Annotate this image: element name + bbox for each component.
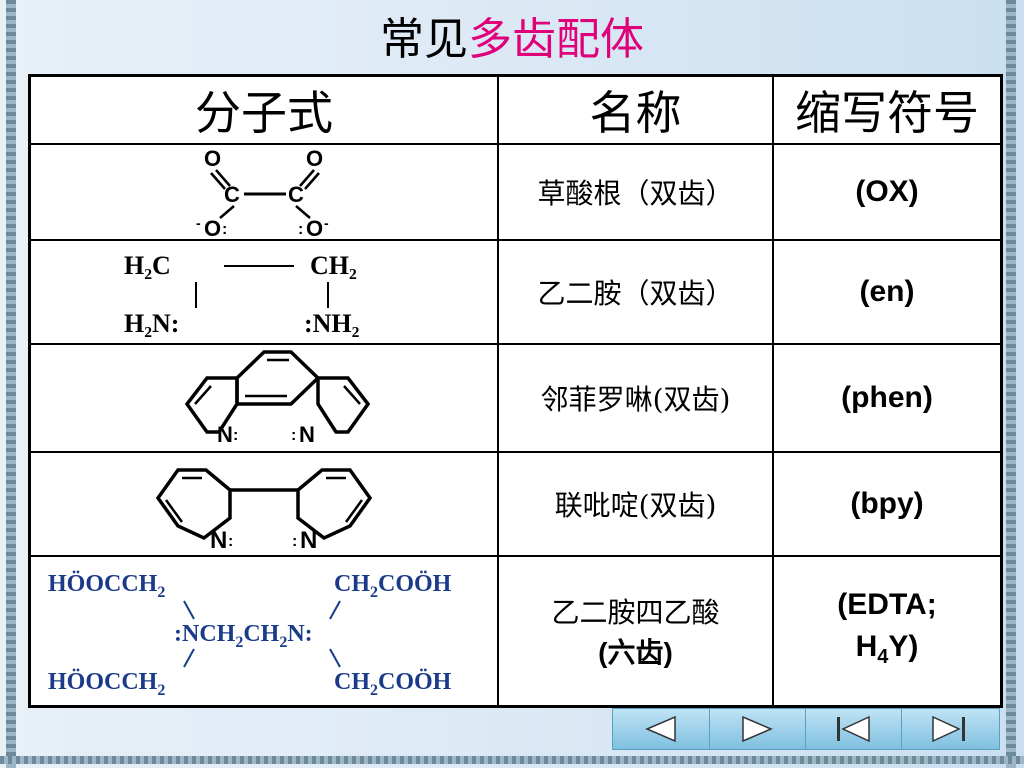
bipyridine-structure: N : : N	[155, 468, 373, 552]
next-icon	[742, 715, 773, 743]
oxalate-structure: O O C C - O : : O -	[196, 146, 329, 238]
phen-n2: N	[299, 422, 315, 447]
ligand-name: 乙二胺四乙酸 (六齿)	[497, 555, 774, 707]
table-row: N : : N 联吡啶(双齿) (bpy)	[28, 451, 1003, 557]
ligand-name: 草酸根（双齿）	[497, 143, 774, 241]
bpy-n2: N	[300, 527, 317, 552]
header-row: 分子式 名称 缩写符号	[28, 74, 1003, 145]
ox-o1: O	[204, 146, 221, 171]
previous-icon	[645, 715, 676, 743]
edta-bottom-left: HÖOCCH2	[48, 669, 165, 699]
structure-cell: N : : N	[28, 451, 499, 557]
title-part2: 多齿配体	[468, 14, 644, 65]
ligand-name: 邻菲罗啉(双齿)	[497, 343, 774, 453]
frame-bottom	[0, 756, 1024, 764]
page-title: 常见多齿配体	[0, 14, 1024, 66]
frame-left	[6, 0, 16, 768]
next-button[interactable]	[709, 709, 806, 749]
ox-c2: C	[288, 182, 304, 207]
first-button[interactable]	[805, 709, 902, 749]
table-row: N : : N 邻菲罗啉(双齿) (phen)	[28, 343, 1003, 453]
previous-button[interactable]	[613, 709, 710, 749]
ox-minus2: -	[324, 215, 329, 231]
ligand-abbr: (bpy)	[772, 451, 1003, 557]
edta-structure: HÖOCCH2 CH2COÖH :NCH2CH2N: HÖOCCH2 CH2CO…	[48, 571, 452, 699]
phen-colon2: :	[291, 427, 296, 444]
edta-bottom-right: CH2COÖH	[334, 669, 452, 699]
header-abbr: 缩写符号	[772, 74, 1003, 145]
structure-cell: H₂C CH₂ H₂N: :NH₂	[28, 239, 499, 345]
ligand-abbr-line2: H4Y)	[855, 629, 919, 668]
ligand-abbr: (EDTA; H4Y)	[772, 555, 1003, 707]
ox-colon1: :	[222, 221, 227, 238]
first-icon	[837, 715, 870, 743]
ligand-name: 乙二胺（双齿）	[497, 239, 774, 345]
ox-o2: O	[306, 146, 323, 171]
edta-middle: :NCH2CH2N:	[174, 621, 313, 651]
en-h2n: H₂N:	[124, 309, 179, 338]
structure-cell: N : : N	[28, 343, 499, 453]
ligand-name-line2: (六齿)	[598, 636, 673, 668]
structure-cell: HÖOCCH2 CH2COÖH :NCH2CH2N: HÖOCCH2 CH2CO…	[28, 555, 499, 707]
phen-colon1: :	[233, 427, 238, 444]
header-formula: 分子式	[28, 74, 499, 145]
frame-right	[1006, 0, 1016, 768]
structure-cell: O O C C - O : : O -	[28, 143, 499, 241]
en-nh2: :NH₂	[304, 309, 360, 338]
phenanthroline-structure: N : : N	[184, 350, 371, 447]
ligand-table: 分子式 名称 缩写符号 O O C C -	[28, 74, 1003, 708]
title-part1: 常见	[380, 14, 468, 65]
ligand-name-line1: 乙二胺四乙酸	[551, 595, 720, 629]
ox-colon2: :	[298, 221, 303, 238]
bpy-colon2: :	[292, 533, 297, 550]
ligand-abbr: (phen)	[772, 343, 1003, 453]
ox-om1: O	[204, 216, 221, 238]
ox-c1: C	[224, 182, 240, 207]
en-h2c: H₂C	[124, 251, 171, 280]
slide-navigation	[612, 708, 1000, 750]
ligand-abbr-line1: (EDTA;	[837, 587, 937, 621]
en-ch2: CH₂	[310, 251, 357, 280]
phen-n1: N	[217, 422, 233, 447]
ethylenediamine-structure: H₂C CH₂ H₂N: :NH₂	[124, 251, 360, 338]
table-row: H₂C CH₂ H₂N: :NH₂ 乙二胺（双齿） (en)	[28, 239, 1003, 345]
ligand-name: 联吡啶(双齿)	[497, 451, 774, 557]
header-name: 名称	[497, 74, 774, 145]
ligand-abbr: (OX)	[772, 143, 1003, 241]
edta-top-right: CH2COÖH	[334, 571, 452, 601]
table-row: HÖOCCH2 CH2COÖH :NCH2CH2N: HÖOCCH2 CH2CO…	[28, 555, 1003, 707]
bpy-colon1: :	[228, 533, 233, 550]
ox-om2: O	[306, 216, 323, 238]
ox-minus1: -	[196, 215, 201, 231]
edta-top-left: HÖOCCH2	[48, 571, 165, 601]
bpy-n1: N	[210, 527, 227, 552]
table-row: O O C C - O : : O -	[28, 143, 1003, 241]
last-button[interactable]	[901, 709, 997, 749]
last-icon	[932, 715, 965, 743]
ligand-abbr: (en)	[772, 239, 1003, 345]
